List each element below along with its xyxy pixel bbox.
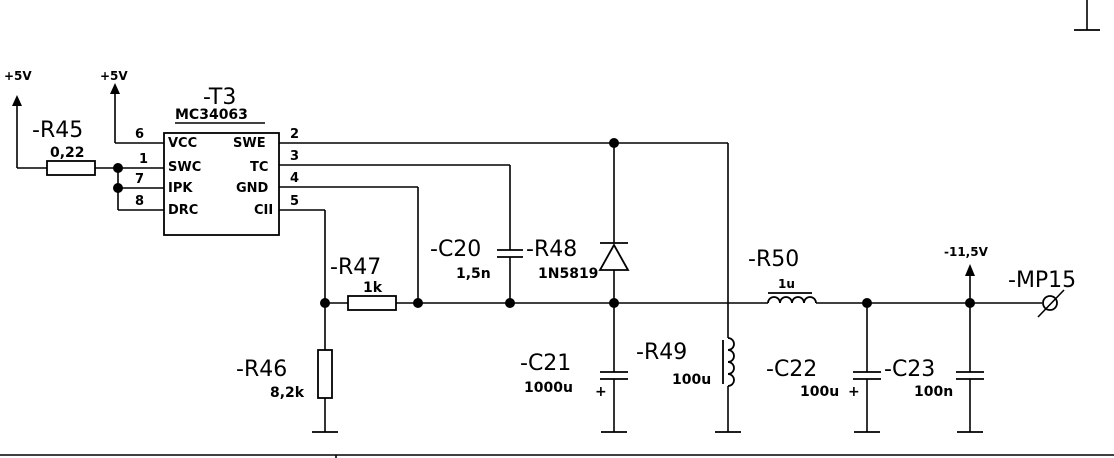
inductor-r49: -R49 100u: [636, 143, 741, 433]
c21-value: 1000u: [524, 380, 573, 396]
junction-dot: [113, 163, 123, 173]
ic-ref: -T3: [203, 85, 236, 110]
ic-part: MC34063: [175, 107, 248, 123]
capacitor-c23: -C23 100n: [884, 298, 984, 433]
r46-value: 8,2k: [270, 385, 305, 401]
ground-symbol-top-right: [1074, 0, 1100, 31]
capacitor-c21: -C21 1000u +: [520, 303, 628, 433]
junction-dot: [320, 298, 330, 308]
r49-value: 100u: [672, 372, 711, 388]
c23-value: 100n: [914, 384, 953, 400]
ic-pin-number: 4: [290, 171, 299, 186]
ic-pin-name: DRC: [168, 203, 198, 218]
supply-left: +5V: [4, 69, 32, 168]
mp15-ref: -MP15: [1008, 268, 1076, 293]
c23-ref: -C23: [884, 357, 935, 382]
capacitor-c20: -C20 1,5n: [430, 237, 523, 303]
ic-pin-name: SWC: [168, 160, 201, 175]
c20-value: 1,5n: [456, 266, 491, 282]
ic-left-wiring: [113, 163, 164, 211]
r47-value: 1k: [363, 280, 383, 296]
r47-ref: -R47: [330, 255, 381, 280]
diode-r48: -R48 1N5819: [526, 138, 630, 303]
resistor-r45: -R45 0,22: [17, 118, 118, 176]
c22-ref: -C22: [766, 357, 817, 382]
supply-arrow-icon: [110, 83, 120, 94]
supply-right-label: +5V: [100, 69, 128, 83]
ic-pin-number: 8: [135, 194, 144, 209]
r48-ref: -R48: [526, 237, 577, 262]
ic-pin-number: 3: [290, 149, 299, 164]
r45-value: 0,22: [50, 145, 85, 161]
junction-dot: [113, 183, 123, 193]
ic-pin-name: GND: [236, 181, 269, 196]
supply-left-label: +5V: [4, 69, 32, 83]
ic-pin-number: 1: [139, 152, 148, 167]
c20-ref: -C20: [430, 237, 481, 262]
r46-ref: -R46: [236, 357, 287, 382]
resistor-r46: -R46 8,2k: [236, 349, 338, 433]
test-point-icon: [1042, 295, 1058, 311]
r48-value: 1N5819: [538, 266, 598, 282]
ic-right-wiring: [279, 142, 728, 350]
capacitor-c22: -C22 100u +: [766, 298, 881, 433]
ic-pin-number: 7: [135, 172, 144, 187]
inductor-r50: -R50 1u: [748, 247, 1042, 304]
junction-dot: [413, 298, 423, 308]
resistor-r47: -R47 1k: [330, 255, 397, 311]
ic-pin-number: 2: [290, 127, 299, 142]
ic-t3: -T3 MC34063 6 VCC 1 SWC 7 IPK 8 DRC SWE …: [135, 85, 299, 236]
r45-ref: -R45: [32, 118, 83, 143]
c22-value: 100u: [800, 384, 839, 400]
ic-pin-name: SWE: [233, 136, 266, 151]
ic-pin-name: CII: [254, 203, 273, 218]
bottom-rail: [320, 298, 768, 308]
r49-ref: -R49: [636, 340, 687, 365]
c21-polarity: +: [595, 384, 607, 400]
junction-dot: [505, 298, 515, 308]
r50-ref: -R50: [748, 247, 799, 272]
c22-polarity: +: [848, 384, 860, 400]
c21-ref: -C21: [520, 351, 571, 376]
ic-pin-name: TC: [250, 160, 268, 175]
ic-pin-name: VCC: [168, 136, 197, 151]
ic-pin-number: 6: [135, 127, 144, 142]
r50-value: 1u: [778, 277, 795, 291]
output-supply: -11,5V: [944, 245, 989, 303]
ic-pin-number: 5: [290, 194, 299, 209]
output-voltage-label: -11,5V: [944, 245, 989, 259]
supply-right: +5V: [100, 69, 164, 144]
test-point-mp15: -MP15: [1008, 268, 1076, 318]
ic-pin-name: IPK: [168, 181, 193, 196]
